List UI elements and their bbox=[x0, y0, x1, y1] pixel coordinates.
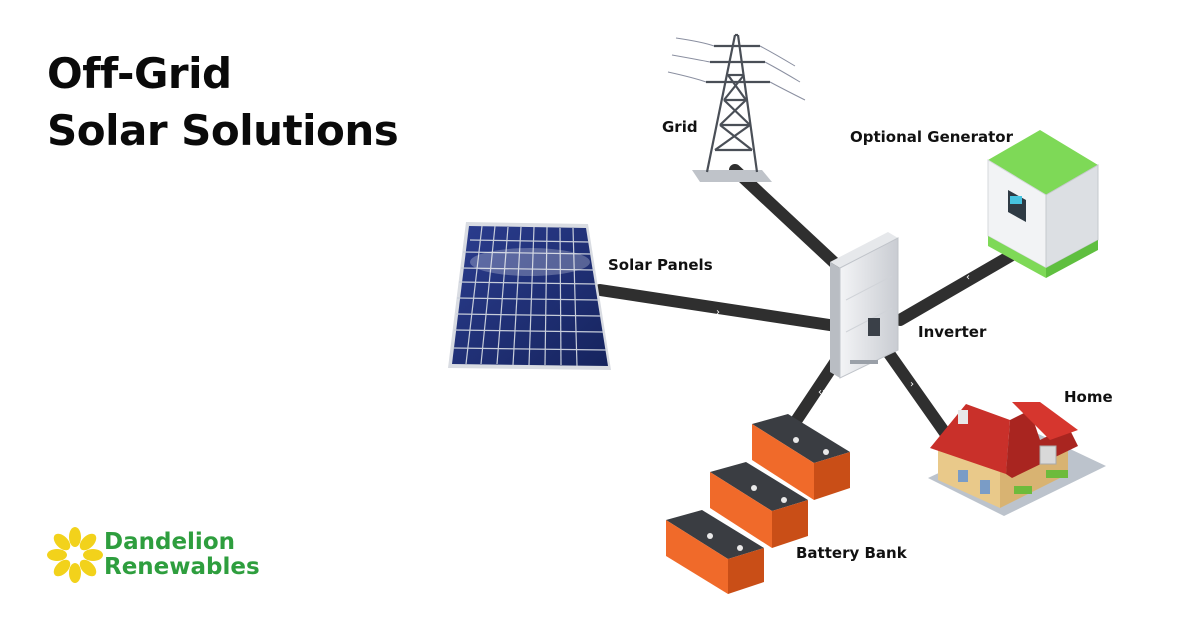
label-home: Home bbox=[1064, 388, 1113, 406]
generator-icon bbox=[987, 130, 1099, 278]
inverter-icon bbox=[830, 232, 899, 379]
page-title: Off-Grid Solar Solutions bbox=[47, 45, 399, 159]
label-battery-bank: Battery Bank bbox=[796, 544, 907, 562]
arrow-generator: ‹ bbox=[966, 272, 970, 283]
connector-generator-inverter bbox=[894, 249, 1018, 326]
arrow-battery: ‹› bbox=[818, 387, 826, 398]
label-grid: Grid bbox=[662, 118, 698, 136]
connector-grid-inverter bbox=[729, 164, 846, 274]
brand-name: Dandelion Renewables bbox=[104, 530, 260, 580]
brand-line-2: Renewables bbox=[104, 554, 260, 580]
battery-icon bbox=[666, 414, 850, 594]
arrow-home: › bbox=[910, 379, 914, 390]
connectors: › › ‹ › ‹› bbox=[594, 164, 1018, 446]
arrow-solar: › bbox=[716, 307, 720, 318]
connector-solar-inverter bbox=[594, 284, 842, 332]
brand-line-1: Dandelion bbox=[104, 529, 235, 555]
label-solar-panels: Solar Panels bbox=[608, 256, 713, 274]
transmission-tower-icon bbox=[667, 33, 806, 182]
title-line-1: Off-Grid bbox=[47, 49, 232, 98]
title-line-2: Solar Solutions bbox=[47, 106, 399, 155]
connector-inverter-home bbox=[882, 346, 956, 446]
label-inverter: Inverter bbox=[918, 323, 987, 341]
arrow-grid: › bbox=[790, 232, 794, 243]
solar-panel-icon bbox=[448, 222, 611, 370]
label-generator: Optional Generator bbox=[850, 128, 1014, 146]
house-icon bbox=[928, 402, 1106, 516]
dandelion-logo-icon bbox=[47, 527, 103, 583]
